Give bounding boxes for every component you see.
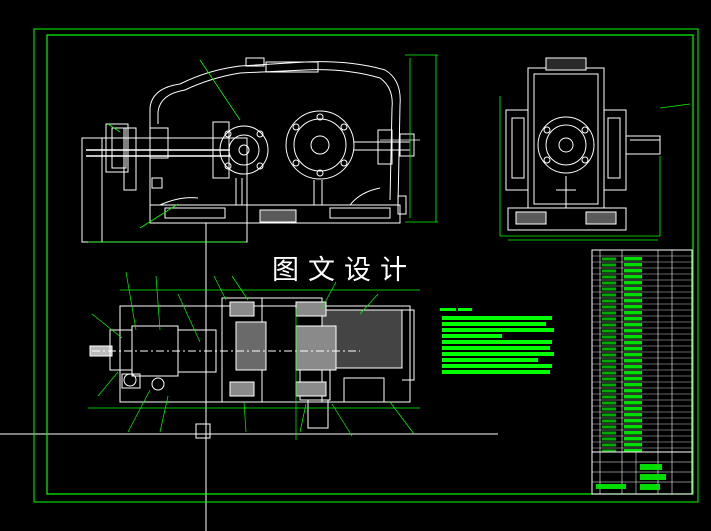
parts-list-cell-text [624,341,642,345]
parts-list-cell-text [602,383,616,387]
parts-list-cell-text [624,263,642,267]
parts-list-cell-text [624,449,642,453]
parts-list-cell-text [602,341,616,345]
watermark-text: 图文设计 [272,255,416,286]
parts-list-cell-text [602,407,616,411]
parts-list-cell-text [602,401,616,405]
parts-list-cell-text [624,377,642,381]
parts-list-cell-text [624,299,642,303]
parts-list-cell-text [602,281,616,285]
crosshair-cursor [0,223,498,531]
parts-list-cell-text [602,263,616,267]
parts-list-cell-text [602,389,616,393]
parts-list-cell-text [624,395,642,399]
parts-list-cell-text [602,425,616,429]
parts-list-cell-text [602,431,616,435]
parts-list-cell-text [624,317,642,321]
parts-list-cell-text [602,305,616,309]
parts-list-cell-text [602,359,616,363]
side-view [505,57,661,231]
section-view-leader-lines [88,271,420,440]
parts-list-cell-text [602,335,616,339]
parts-list-cell-text [602,329,616,333]
front-view [81,57,415,243]
parts-list-cell-text [602,347,616,351]
parts-list-cell-text [602,293,616,297]
parts-list-cell-text [624,335,642,339]
parts-list-cell-text [624,443,642,447]
parts-list-cell-text [624,311,642,315]
parts-list-cell-text [624,347,642,351]
parts-list-cell-text [624,287,642,291]
parts-list-cell-text [602,449,616,453]
parts-list-cell-text [624,407,642,411]
parts-list-cell-text [624,371,642,375]
parts-list-cell-text [624,275,642,279]
parts-list-table [591,249,693,495]
side-view-dimension-lines [499,96,691,241]
parts-list-cell-text [602,299,616,303]
parts-list-cell-text [624,419,642,423]
parts-list-cell-text [624,425,642,429]
parts-list-cell-text [624,353,642,357]
section-view [89,297,415,439]
parts-list-cell-text [602,419,616,423]
parts-list-cell-text [624,401,642,405]
technical-requirements-block [440,308,554,374]
drawing-frame [33,28,699,503]
parts-list-cell-text [602,257,616,261]
parts-list-cell-text [602,311,616,315]
parts-list-cell-text [602,317,616,321]
parts-list-cell-text [624,323,642,327]
parts-list-cell-text [624,389,642,393]
parts-list-cell-text [624,437,642,441]
parts-list-cell-text [602,413,616,417]
parts-list-cell-text [624,413,642,417]
parts-list-cell-text [602,437,616,441]
parts-list-cell-text [624,281,642,285]
parts-list-cell-text [602,443,616,447]
parts-list-cell-text [602,275,616,279]
parts-list-cell-text [624,329,642,333]
parts-list-cell-text [602,365,616,369]
parts-list-cell-text [602,371,616,375]
parts-list-cell-text [624,383,642,387]
parts-list-cell-text [624,269,642,273]
parts-list-cell-text [602,287,616,291]
front-view-dimension-lines [88,54,438,243]
parts-list-cell-text [624,293,642,297]
parts-list-cell-text [602,377,616,381]
parts-list-cell-text [602,323,616,327]
parts-list-cell-text [602,269,616,273]
parts-list-cell-text [602,353,616,357]
parts-list-cell-text [624,365,642,369]
parts-list-cell-text [624,431,642,435]
parts-list-cell-text [602,395,616,399]
parts-list-cell-text [624,257,642,261]
parts-list-cell-text [624,359,642,363]
parts-list-cell-text [624,305,642,309]
